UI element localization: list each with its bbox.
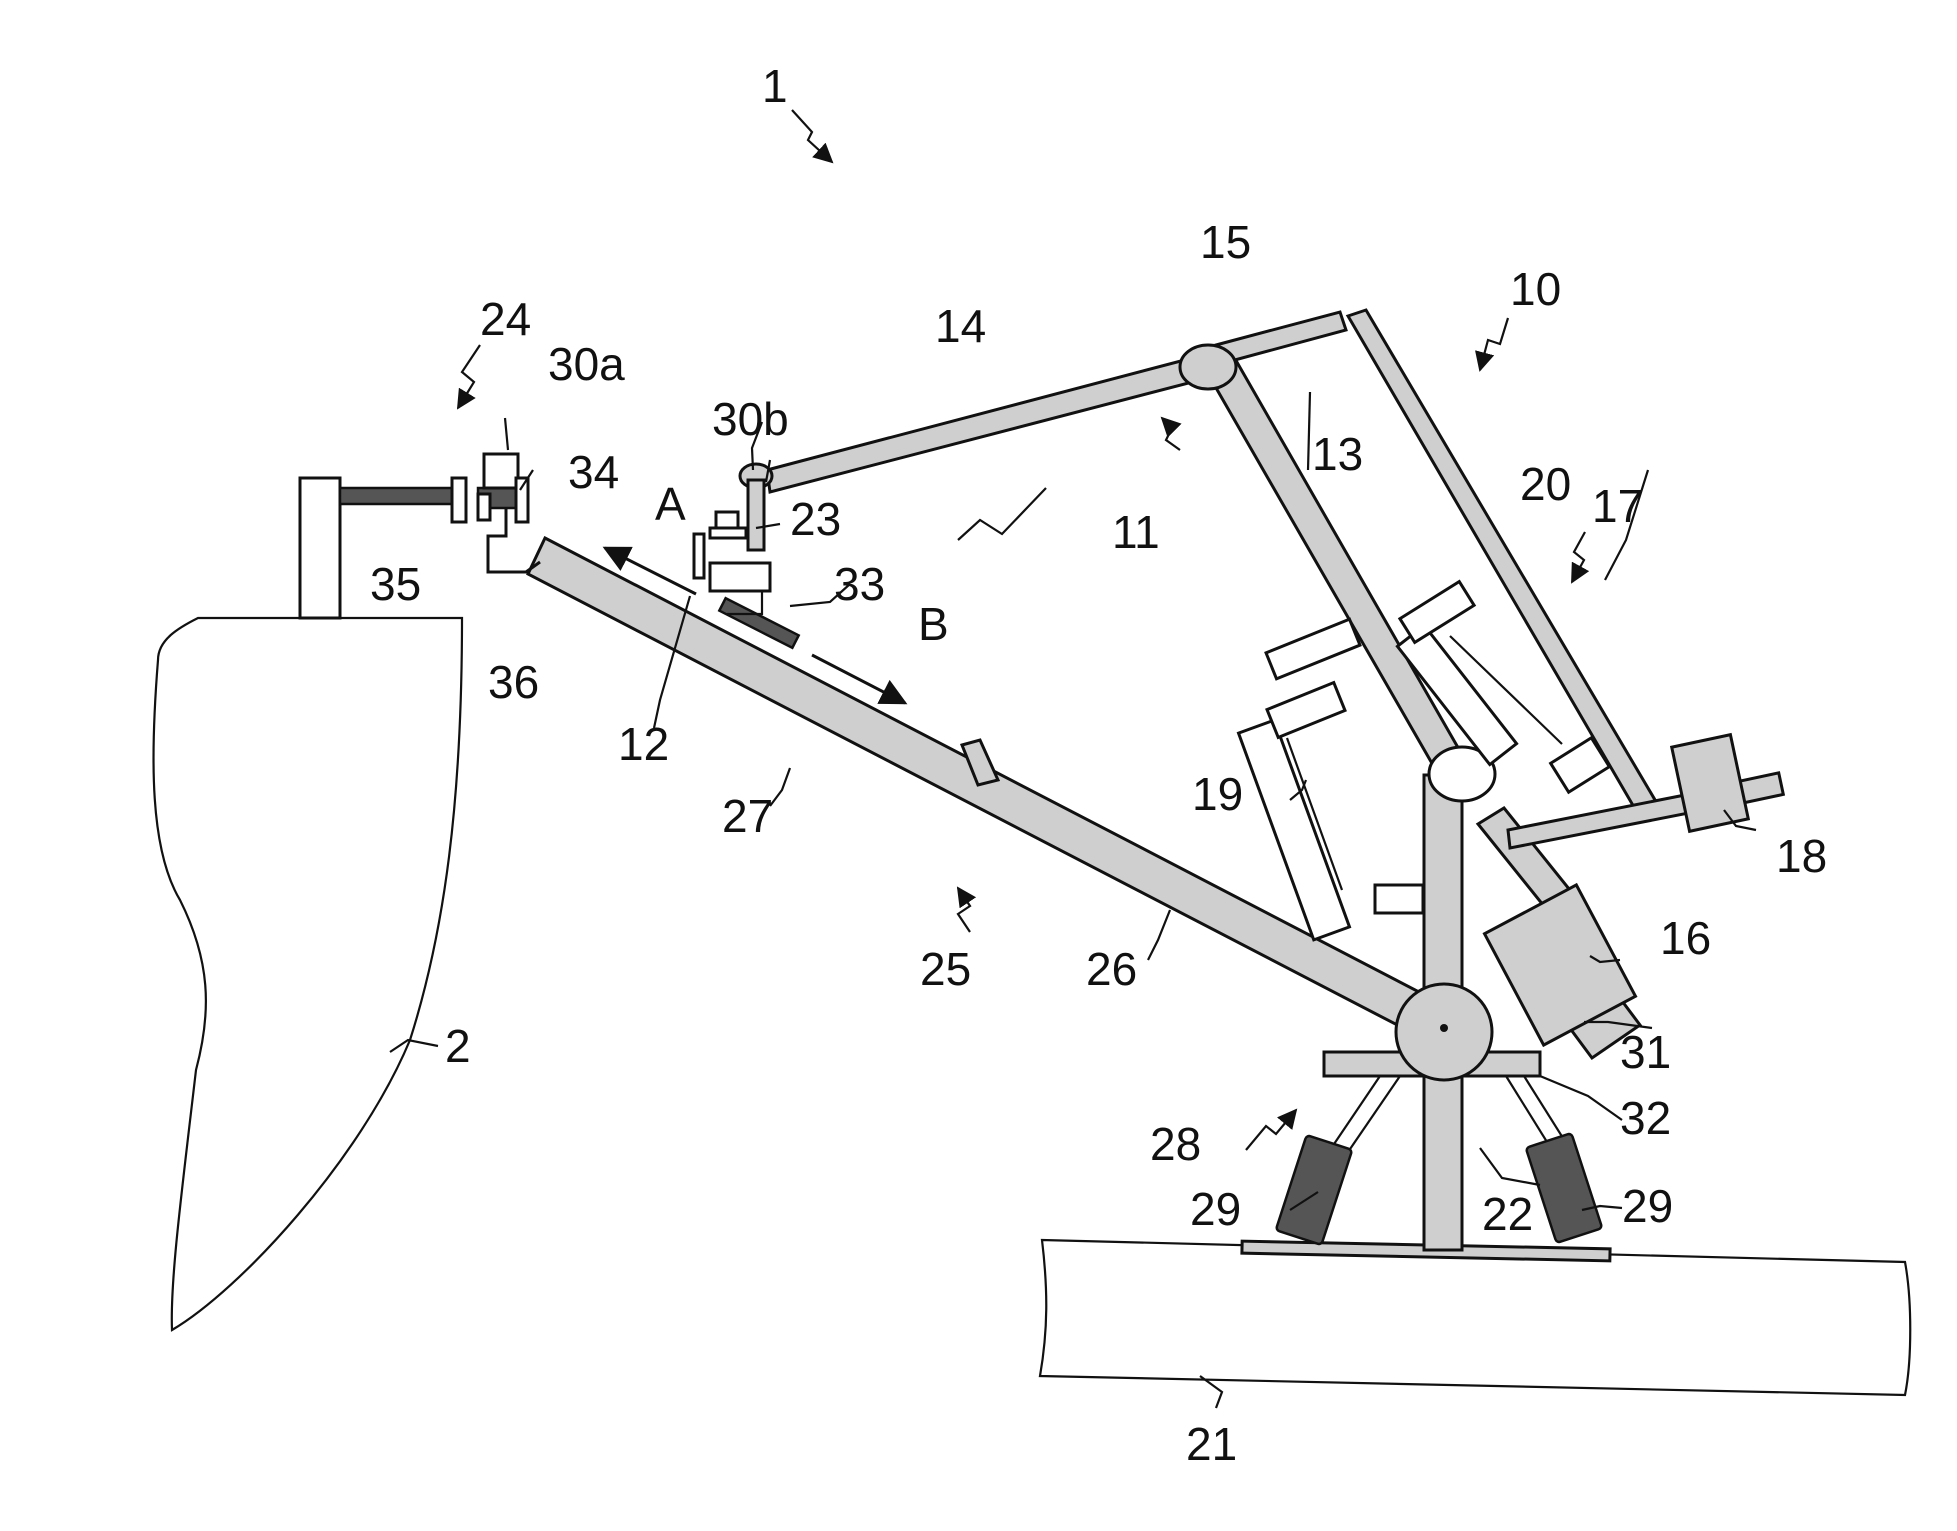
label-27: 27	[722, 790, 773, 842]
label-1: 1	[762, 60, 788, 112]
label-19: 19	[1192, 768, 1243, 820]
label-30b: 30b	[712, 393, 789, 445]
label-20: 20	[1520, 458, 1571, 510]
label-29-right: 29	[1622, 1180, 1673, 1232]
label-18: 18	[1776, 830, 1827, 882]
label-a: A	[655, 478, 686, 530]
label-15: 15	[1200, 216, 1251, 268]
counterweight-18	[1672, 735, 1784, 832]
label-31: 31	[1620, 1026, 1671, 1078]
label-32: 32	[1620, 1092, 1671, 1144]
label-23: 23	[790, 493, 841, 545]
tool-assembly	[340, 454, 540, 572]
label-30a: 30a	[548, 338, 625, 390]
label-b: B	[918, 598, 949, 650]
label-16: 16	[1660, 912, 1711, 964]
label-36: 36	[488, 656, 539, 708]
floor	[1040, 1240, 1910, 1395]
label-13: 13	[1312, 428, 1363, 480]
label-12: 12	[618, 718, 669, 770]
label-34: 34	[568, 446, 619, 498]
leg-actuator-right	[1526, 1133, 1603, 1243]
label-25: 25	[920, 943, 971, 995]
label-29-left: 29	[1190, 1183, 1241, 1235]
label-17: 17	[1592, 480, 1643, 532]
joint-30b	[710, 512, 746, 538]
label-35: 35	[370, 558, 421, 610]
label-22: 22	[1482, 1188, 1533, 1240]
label-2: 2	[445, 1020, 471, 1072]
label-21: 21	[1186, 1418, 1237, 1470]
label-26: 26	[1086, 943, 1137, 995]
leg-actuator-left	[1276, 1135, 1353, 1245]
label-24: 24	[480, 293, 531, 345]
label-33: 33	[834, 558, 885, 610]
label-11: 11	[1112, 506, 1160, 558]
label-28: 28	[1150, 1118, 1201, 1170]
label-10: 10	[1510, 263, 1561, 315]
label-14: 14	[935, 300, 986, 352]
